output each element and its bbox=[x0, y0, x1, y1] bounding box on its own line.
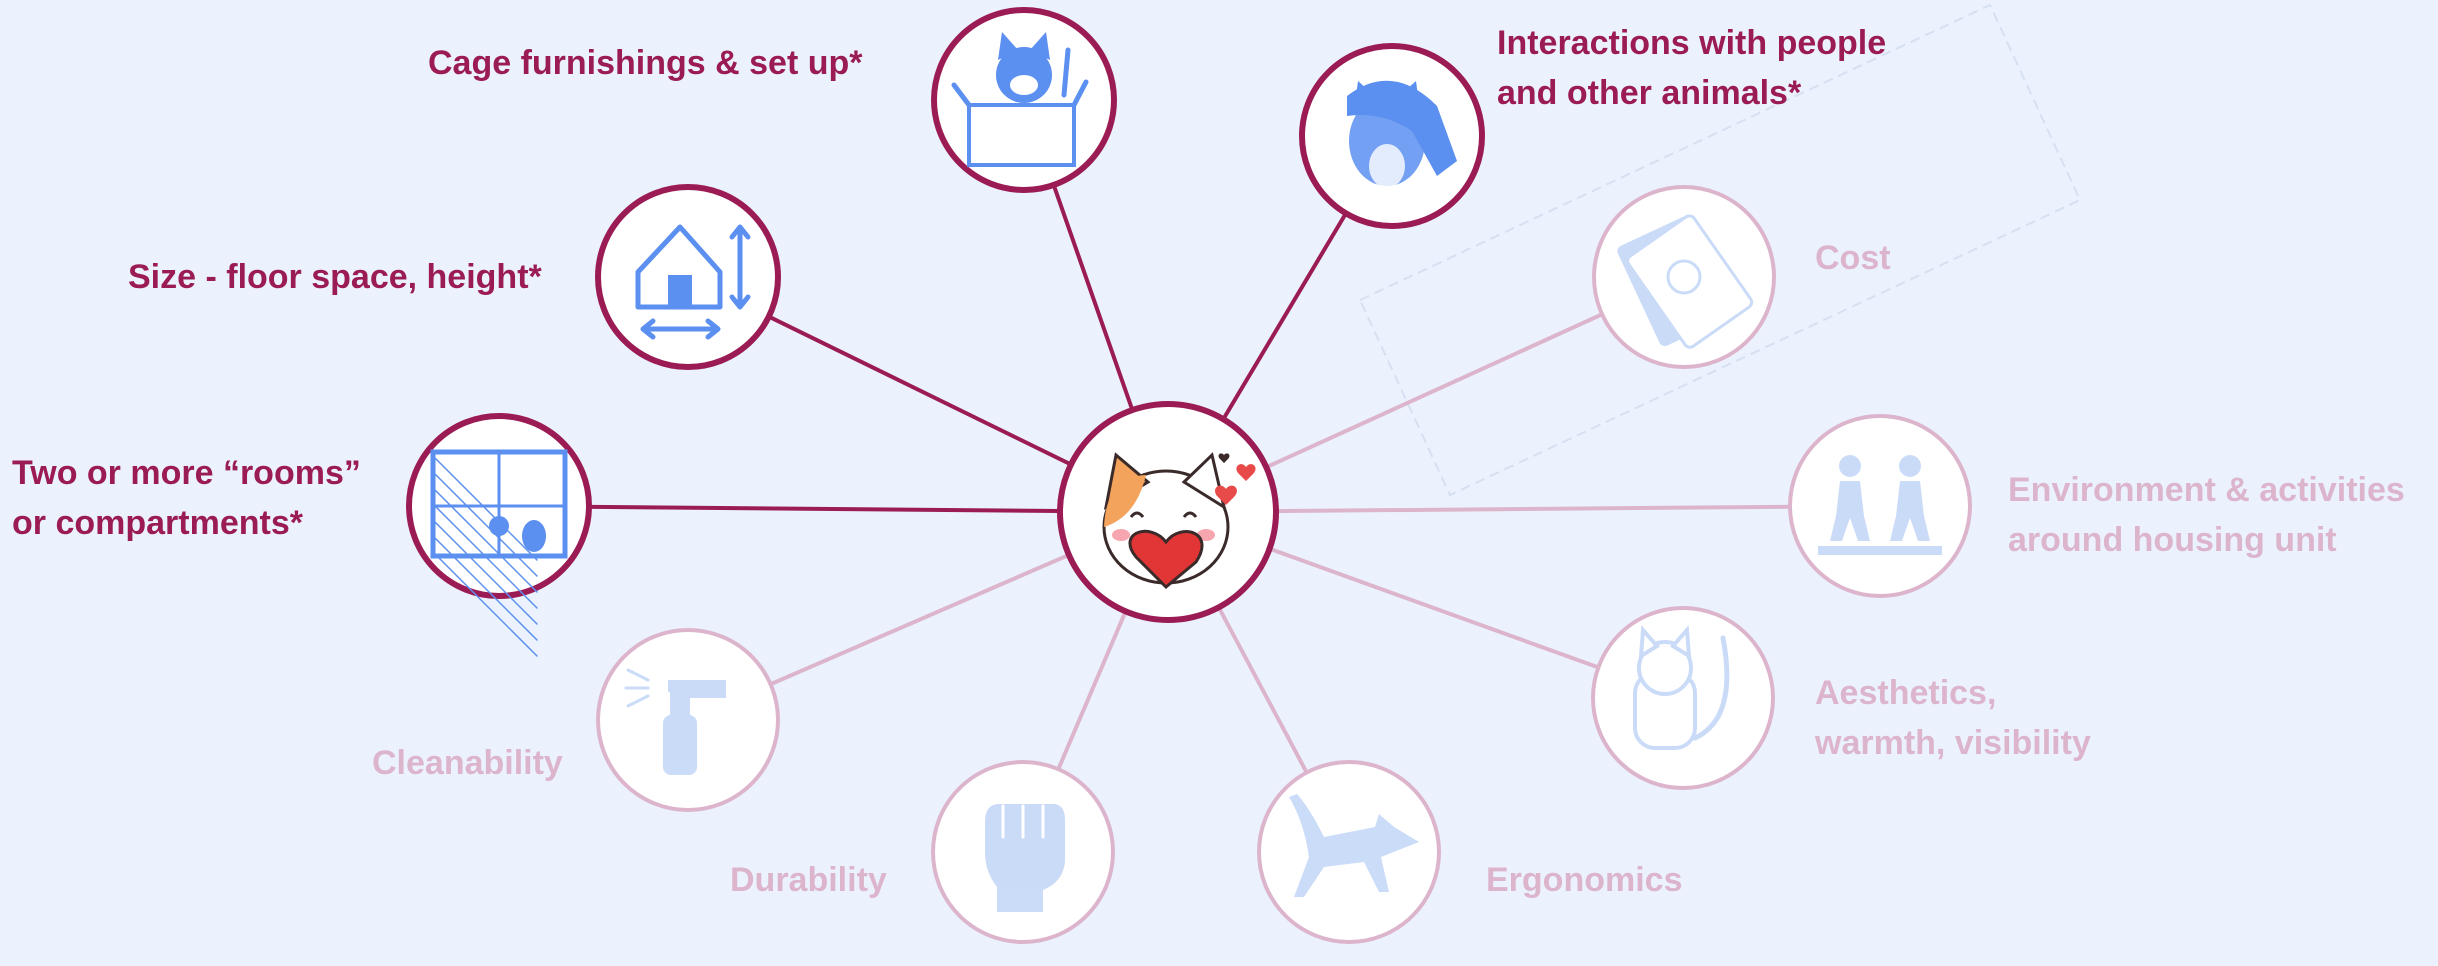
house-dimensions-icon bbox=[635, 224, 751, 340]
node-durability bbox=[931, 760, 1115, 944]
money-bills-icon bbox=[1617, 214, 1754, 349]
node-rooms bbox=[406, 413, 592, 657]
label-line: Size - floor space, height* bbox=[128, 258, 542, 296]
spray-bottle-icon bbox=[624, 668, 726, 775]
cage-compartments-icon bbox=[430, 449, 568, 657]
label-cost: Cost bbox=[1815, 233, 1891, 283]
fist-icon bbox=[985, 804, 1065, 912]
label-line: or compartments* bbox=[12, 504, 303, 542]
label-line: Interactions with people bbox=[1497, 24, 1887, 62]
center-node bbox=[1057, 401, 1279, 623]
label-line: around housing unit bbox=[2008, 521, 2337, 559]
label-ergonomics: Ergonomics bbox=[1486, 855, 1682, 905]
label-line: Cost bbox=[1815, 239, 1891, 277]
two-people-walking-icon bbox=[1818, 455, 1942, 555]
label-line: Cage furnishings & set up* bbox=[428, 44, 863, 82]
node-circles bbox=[406, 7, 1972, 944]
label-interactions: Interactions with people and other animal… bbox=[1497, 18, 1886, 118]
cat-holding-heart-icon bbox=[1102, 452, 1256, 590]
label-line: Cleanability bbox=[372, 744, 563, 782]
connector-environment bbox=[1167, 504, 1881, 514]
node-cage-furnishings bbox=[931, 7, 1117, 193]
label-line: Environment & activities bbox=[2008, 471, 2405, 509]
label-rooms: Two or more “rooms” or compartments* bbox=[12, 448, 361, 548]
cat-in-box-icon bbox=[951, 32, 1089, 167]
node-ergonomics bbox=[1257, 760, 1441, 944]
node-interactions bbox=[1299, 43, 1485, 229]
connector-rooms bbox=[498, 504, 1169, 514]
label-cleanability: Cleanability bbox=[372, 738, 563, 788]
node-cost bbox=[1592, 185, 1776, 369]
label-environment: Environment & activities around housing u… bbox=[2008, 465, 2405, 565]
label-line: Ergonomics bbox=[1486, 861, 1683, 899]
cat-in-sweater-icon bbox=[1633, 625, 1730, 750]
label-line: and other animals* bbox=[1497, 74, 1802, 112]
stretching-cat-icon bbox=[1289, 794, 1419, 897]
label-line: Aesthetics, bbox=[1815, 674, 1997, 712]
node-size bbox=[595, 184, 781, 370]
label-size: Size - floor space, height* bbox=[128, 252, 542, 302]
label-line: warmth, visibility bbox=[1815, 724, 2091, 762]
node-environment bbox=[1788, 414, 1972, 598]
label-line: Durability bbox=[730, 861, 887, 899]
label-aesthetics: Aesthetics, warmth, visibility bbox=[1815, 668, 2091, 768]
label-cage-furnishings: Cage furnishings & set up* bbox=[428, 38, 863, 88]
hand-petting-cat-icon bbox=[1347, 80, 1457, 188]
node-cleanability bbox=[596, 628, 780, 812]
node-aesthetics bbox=[1591, 606, 1775, 790]
label-line: Two or more “rooms” bbox=[12, 454, 361, 492]
label-durability: Durability bbox=[730, 855, 887, 905]
